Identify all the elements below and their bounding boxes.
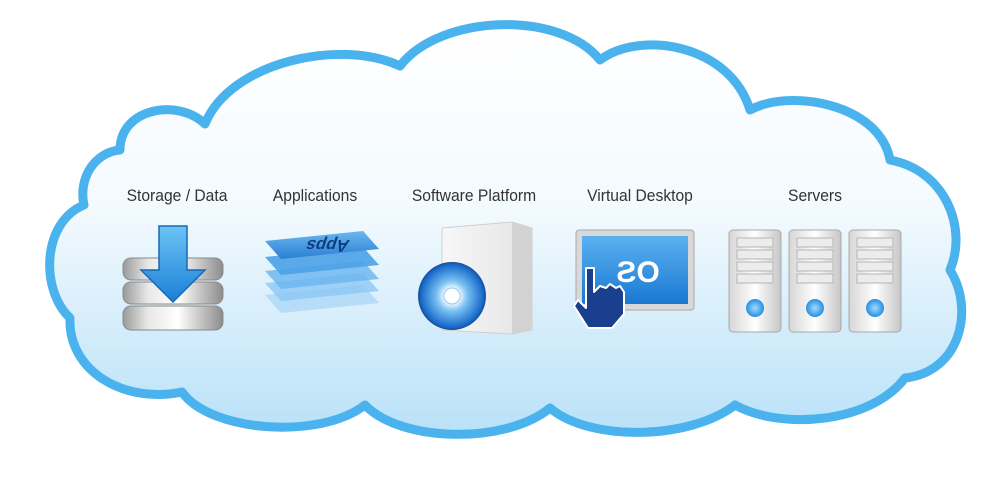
pointer-hand-icon [573, 267, 625, 329]
os-text: OS [616, 256, 659, 289]
apps-text: Apps [303, 236, 352, 255]
software-platform-label: Software Platform [411, 186, 537, 205]
server-tower-1 [728, 229, 782, 333]
servers-icon [728, 229, 902, 333]
storage-data-label: Storage / Data [126, 186, 228, 205]
virtual-desktop-icon: OS [573, 229, 695, 329]
apps-stack-icon: Apps [265, 231, 379, 313]
applications-label: Applications [272, 186, 358, 205]
server-tower-2 [788, 229, 842, 333]
storage-icon [122, 225, 224, 331]
software-box-icon [418, 221, 533, 335]
servers-label: Servers [788, 186, 842, 205]
server-tower-3 [848, 229, 902, 333]
virtual-desktop-label: Virtual Desktop [587, 186, 693, 205]
